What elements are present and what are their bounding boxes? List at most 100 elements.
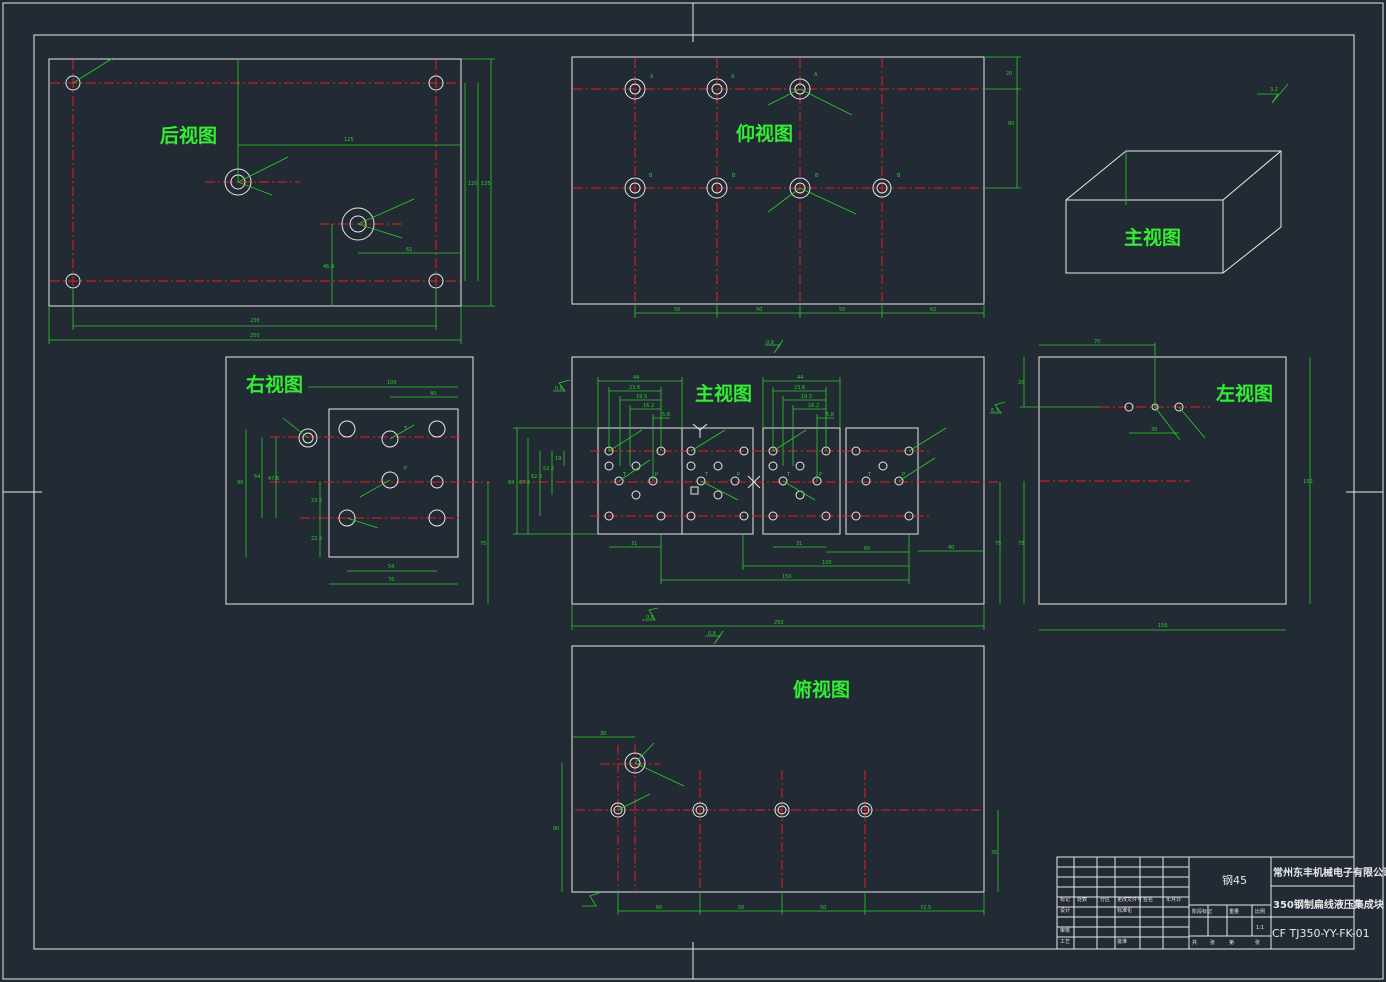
front-dims-vertical bbox=[513, 427, 1001, 604]
drawing-number: CF TJ350-YY-FK-01 bbox=[1272, 927, 1370, 940]
tb-cell: 张 bbox=[1255, 939, 1260, 946]
dim-text: 19.5 bbox=[801, 394, 812, 400]
dim-text: 20 bbox=[1018, 380, 1024, 386]
dim-text: 23.6 bbox=[794, 385, 805, 391]
dim-text: 54 bbox=[388, 564, 394, 570]
dim-text: 75 bbox=[1018, 541, 1024, 547]
tb-cell: 年月日 bbox=[1166, 896, 1181, 903]
dim-text: 50 bbox=[738, 905, 744, 911]
tb-cell: 标准化 bbox=[1117, 907, 1132, 914]
roughness-label: 0.8 bbox=[555, 386, 563, 392]
dim-text: 47.6 bbox=[268, 476, 279, 482]
tb-cell: 处数 bbox=[1077, 896, 1087, 903]
port-label: B bbox=[897, 173, 901, 179]
dim-text: 62.5 bbox=[531, 474, 542, 480]
isometric-view-title: 主视图 bbox=[1124, 226, 1181, 249]
dim-text: 44 bbox=[797, 375, 803, 381]
tb-cell: 分区 bbox=[1100, 896, 1110, 903]
tb-cell: 标记 bbox=[1060, 896, 1070, 903]
dim-text: 60 bbox=[656, 905, 662, 911]
roughness-label: 3.2 bbox=[1270, 87, 1278, 93]
roughness-label: 0.8 bbox=[708, 631, 716, 637]
tb-cell: 共 bbox=[1192, 939, 1197, 946]
port-label: P bbox=[737, 472, 740, 478]
dim-text: 54 bbox=[254, 474, 260, 480]
dim-text: 23.5 bbox=[311, 498, 322, 504]
tb-cell: 张 bbox=[1210, 939, 1215, 946]
port-label: A bbox=[650, 74, 654, 80]
bottom-up-view: A A A B B B B 仰视图 50 50 50 62 20 80 bbox=[571, 56, 1021, 318]
dim-text: 31 bbox=[631, 541, 637, 547]
dim-text: 19 bbox=[555, 456, 561, 462]
dim-text: 5.8 bbox=[662, 412, 670, 418]
port-label: T bbox=[704, 472, 709, 478]
dim-text: 60 bbox=[864, 546, 870, 552]
dim-text: 35 bbox=[991, 850, 997, 856]
dim-text: 30 bbox=[1151, 427, 1157, 433]
port-label: T bbox=[622, 472, 627, 478]
dim-text: 100 bbox=[387, 380, 397, 386]
scale-value: 1:1 bbox=[1256, 925, 1264, 931]
right-view-title: 右视图 bbox=[245, 373, 303, 396]
front-dims-left bbox=[597, 377, 683, 481]
dim-text: 80 bbox=[1008, 121, 1014, 127]
top-view: 俯视图 30 60 50 50 72.5 90 35 bbox=[553, 645, 999, 915]
dim-text: 62 bbox=[406, 247, 412, 253]
top-view-title: 俯视图 bbox=[793, 678, 850, 701]
dim-text: 90 bbox=[553, 826, 559, 832]
dim-text: 67.5 bbox=[519, 480, 530, 486]
port-label: B bbox=[815, 173, 819, 179]
tb-cell: 工艺 bbox=[1060, 939, 1070, 945]
dim-text: 120 bbox=[468, 181, 478, 187]
dim-text: 90 bbox=[237, 480, 243, 486]
tb-cell: 更改文件号 bbox=[1117, 896, 1142, 903]
dim-text: 31 bbox=[796, 541, 802, 547]
roughness-label: 0.8 bbox=[766, 340, 774, 346]
tb-cell: 第 bbox=[1229, 939, 1234, 946]
dim-text: 150 bbox=[1303, 479, 1313, 485]
port-label: A bbox=[731, 74, 735, 80]
material: 钢45 bbox=[1222, 874, 1247, 887]
port-label: P bbox=[819, 472, 822, 478]
left-view-title: 左视图 bbox=[1216, 382, 1273, 405]
roughness-label: 0.8 bbox=[646, 615, 654, 621]
isometric-view: 主视图 3.2 bbox=[1065, 83, 1289, 274]
port-label: B bbox=[649, 173, 653, 179]
rear-view-title: 后视图 bbox=[160, 124, 217, 147]
dim-text: 44 bbox=[633, 375, 639, 381]
dim-text: 100 bbox=[822, 560, 832, 566]
port-label: T bbox=[867, 472, 872, 478]
tb-cell: 阶段标记 bbox=[1192, 908, 1212, 915]
tb-cell: 批准 bbox=[1117, 938, 1127, 945]
dim-text: 50 bbox=[674, 307, 680, 313]
dim-text: 22.5 bbox=[311, 536, 322, 542]
dim-text: 46.9 bbox=[323, 264, 334, 270]
front-holes bbox=[604, 446, 914, 521]
dim-text: 84 bbox=[508, 480, 514, 486]
dim-text: 135 bbox=[481, 181, 491, 187]
right-view: 右视图 100 40 90 54 47.6 23.5 22.5 54 76 75… bbox=[225, 356, 490, 605]
tb-cell: 重量 bbox=[1229, 908, 1239, 915]
front-view: 主视图 44 31 23.6 19.5 16.2 5.8 44 23.6 19.… bbox=[508, 339, 1006, 645]
port-label: P bbox=[404, 466, 407, 472]
dim-text: 50 bbox=[756, 307, 762, 313]
port-label: T bbox=[786, 472, 791, 478]
dim-text: 16.2 bbox=[643, 403, 654, 409]
dim-text: 230 bbox=[250, 318, 260, 324]
tb-cell: 审核 bbox=[1060, 927, 1070, 934]
dim-text: 125 bbox=[344, 137, 354, 143]
port-label: T bbox=[403, 426, 408, 432]
dim-text: 23.6 bbox=[629, 385, 640, 391]
dim-text: 150 bbox=[1158, 623, 1168, 629]
dim-text: 50 bbox=[820, 905, 826, 911]
port-label: P bbox=[902, 472, 905, 478]
port-label: P bbox=[655, 472, 658, 478]
dim-text: 20 bbox=[1006, 71, 1012, 77]
left-view: 左视图 70 20 30 150 150 75 bbox=[1018, 339, 1313, 631]
dim-text: 62 bbox=[930, 307, 936, 313]
dim-text: 30 bbox=[600, 731, 606, 737]
dim-text: 76 bbox=[388, 577, 394, 583]
part-name: 350钢制扁线液压集成块 bbox=[1273, 898, 1385, 911]
